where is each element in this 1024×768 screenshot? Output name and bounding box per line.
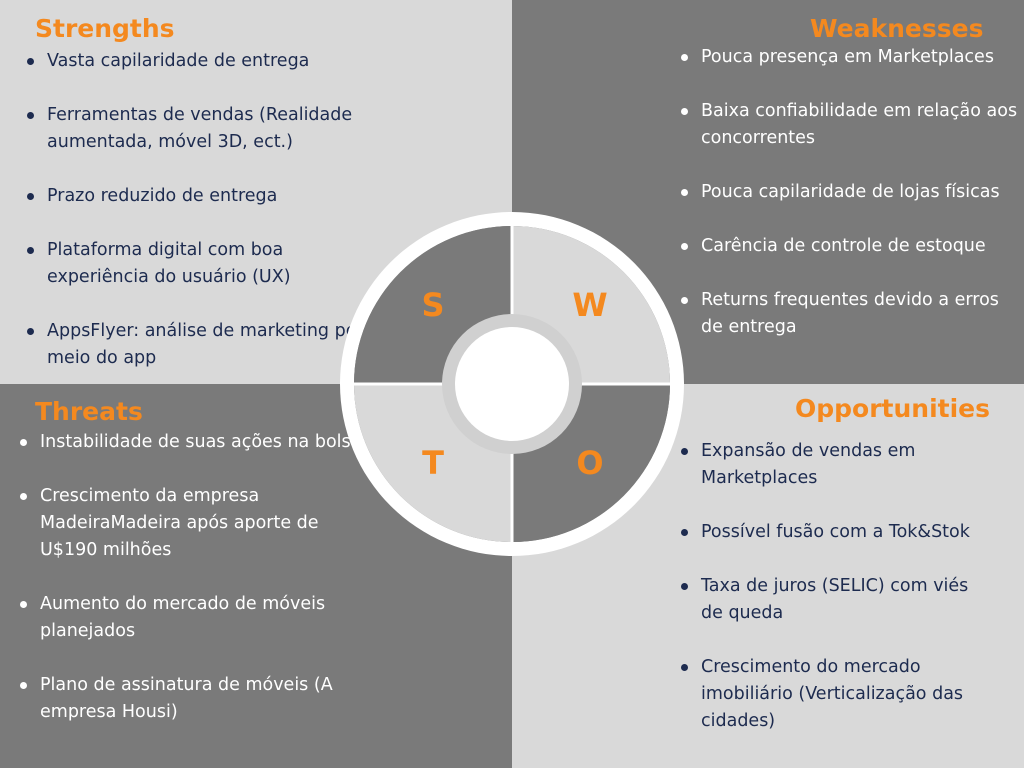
opportunity-item: Expansão de vendas em Marketplaces — [679, 438, 994, 492]
opportunity-item: Crescimento do mercado imobiliário (Vert… — [679, 654, 994, 735]
threat-item: Instabilidade de suas ações na bolsa — [18, 429, 363, 456]
threat-item: Plano de assinatura de móveis (A empresa… — [18, 672, 363, 726]
opportunities-title: Opportunities — [795, 394, 991, 423]
weakness-item: Pouca presença em Marketplaces — [679, 44, 1021, 71]
weakness-item: Baixa confiabilidade em relação aos conc… — [679, 98, 1021, 152]
strengths-title: Strengths — [35, 14, 175, 43]
letter-t: T — [422, 444, 444, 482]
threat-item: Crescimento da empresa MadeiraMadeira ap… — [18, 483, 363, 564]
weaknesses-list: Pouca presença em Marketplaces Baixa con… — [679, 44, 1021, 341]
letter-o: O — [576, 444, 603, 482]
letter-s: S — [421, 286, 444, 324]
weakness-item: Carência de controle de estoque — [679, 233, 1021, 260]
letter-w: W — [572, 286, 607, 324]
weakness-item: Returns frequentes devido a erros de ent… — [679, 287, 1021, 341]
strengths-list: Vasta capilaridade de entrega Ferramenta… — [25, 48, 370, 372]
opportunities-list: Expansão de vendas em Marketplaces Possí… — [679, 438, 994, 735]
strength-item: Plataforma digital com boa experiência d… — [25, 237, 370, 291]
center-circle — [455, 327, 569, 441]
threat-item: Aumento do mercado de móveis planejados — [18, 591, 363, 645]
weakness-item: Pouca capilaridade de lojas físicas — [679, 179, 1021, 206]
opportunity-item: Possível fusão com a Tok&Stok — [679, 519, 994, 546]
weaknesses-title: Weaknesses — [810, 14, 984, 43]
threats-list: Instabilidade de suas ações na bolsa Cre… — [18, 429, 363, 726]
strength-item: AppsFlyer: análise de marketing por meio… — [25, 318, 370, 372]
opportunity-item: Taxa de juros (SELIC) com viés de queda — [679, 573, 994, 627]
swot-circle-diagram: S W T O — [340, 212, 684, 556]
strength-item: Ferramentas de vendas (Realidade aumenta… — [25, 102, 370, 156]
strength-item: Prazo reduzido de entrega — [25, 183, 370, 210]
strength-item: Vasta capilaridade de entrega — [25, 48, 370, 75]
threats-title: Threats — [35, 397, 143, 426]
